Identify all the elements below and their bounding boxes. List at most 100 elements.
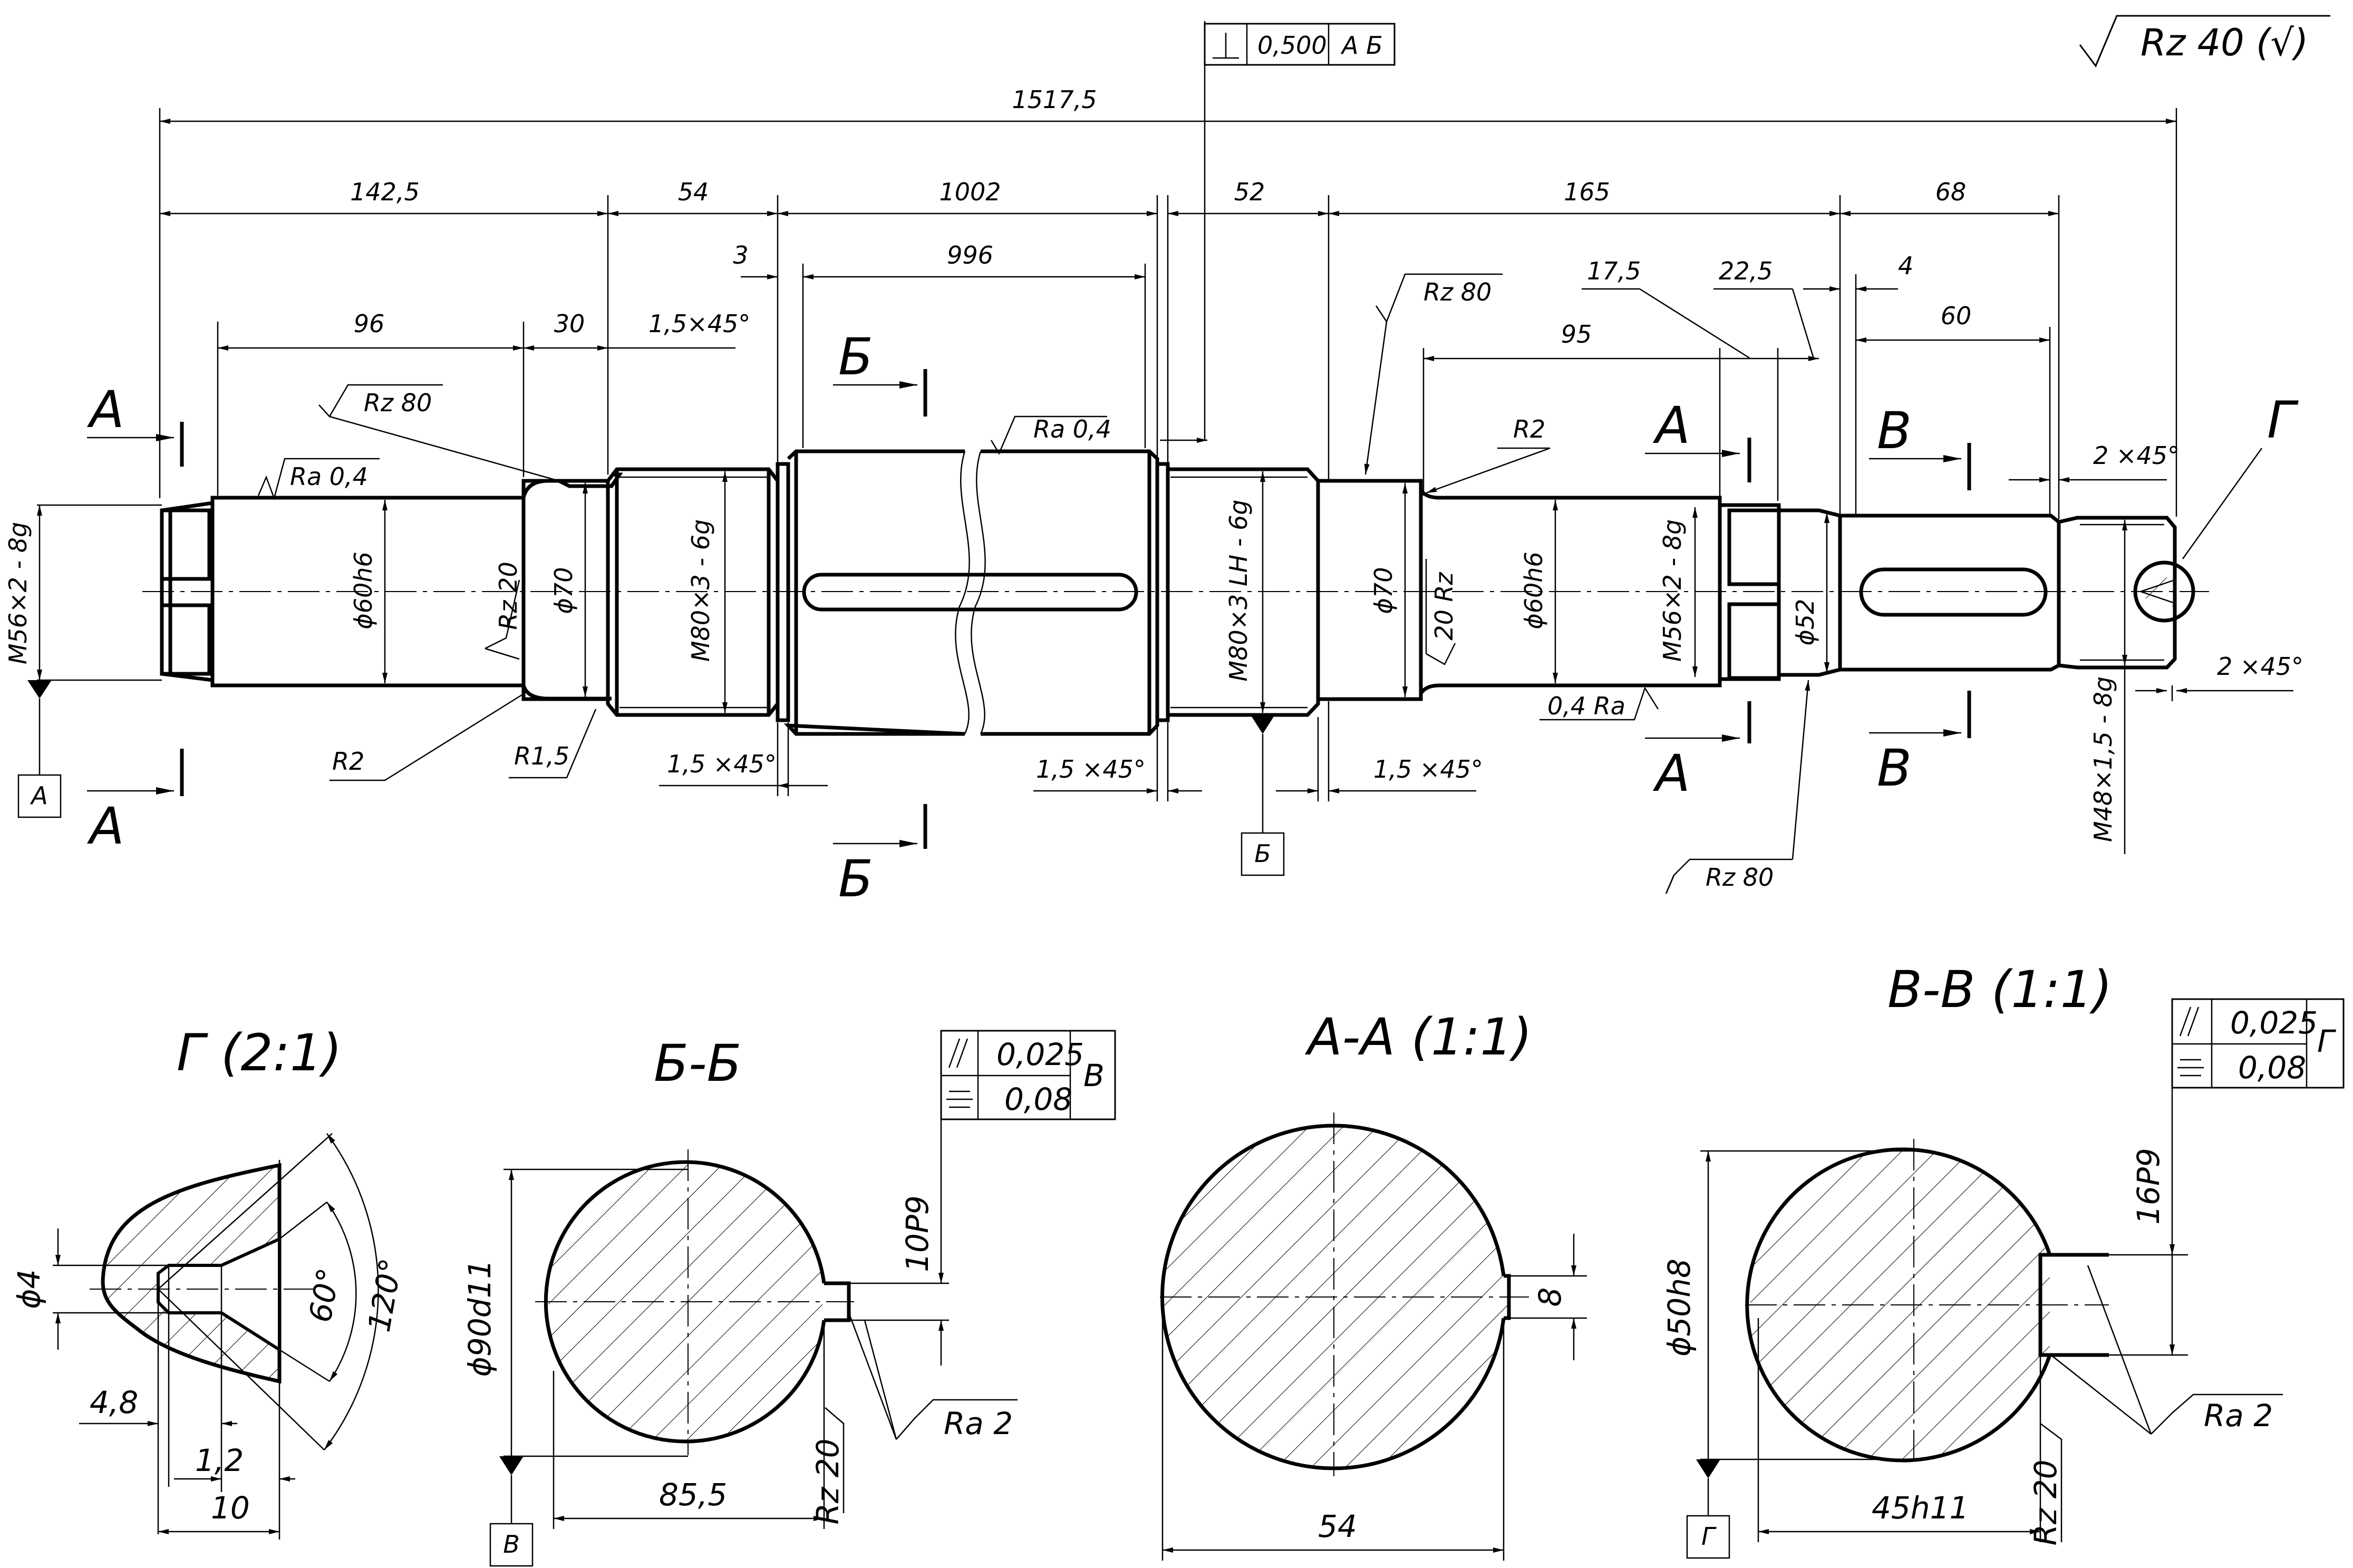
dim-total: 1517,5 [1012, 85, 1097, 114]
section-bb-key: 10P9 [899, 1195, 935, 1272]
roughness-rz20-left: Rz 20 [494, 562, 522, 630]
perp-tolerance-datums: А Б [1340, 31, 1383, 60]
dim-d60-right: ϕ60h6 [1519, 551, 1548, 629]
dim-95: 95 [1561, 320, 1592, 349]
chamfer-top-left: 1,5×45° [648, 309, 750, 338]
section-aa-title: А-А (1:1) [1304, 1008, 1532, 1067]
section-b-bot: Б [838, 849, 873, 908]
dim-d52: ϕ52 [1791, 599, 1819, 646]
datum-markers: А Б [17, 680, 1285, 876]
detail-g-d10: 10 [211, 1490, 250, 1526]
dim-96: 96 [354, 309, 385, 338]
section-vv-key: 16P9 [2131, 1148, 2166, 1225]
section-v-top: В [1877, 401, 1912, 460]
shaft-body-90 [783, 449, 1159, 736]
detail-g-title: Г (2:1) [177, 1023, 342, 1082]
section-bb-ra2: Ra 2 [944, 1406, 1013, 1441]
dim-54: 54 [678, 178, 709, 206]
section-bb-view: Б-Б В ϕ90d11 85,5 10P9 0,025 0, [462, 1030, 1116, 1567]
section-bb-parallel: 0,025 [996, 1037, 1084, 1072]
chamfer-right-bot: 2 ×45° [2217, 652, 2303, 681]
dim-165: 165 [1564, 178, 1610, 206]
dim-17-5: 17,5 [1587, 257, 1641, 285]
section-markers: А А Б Б А А В В Г [86, 327, 2299, 908]
perp-tolerance-value: 0,500 [1257, 31, 1327, 60]
detail-g-d1-2: 1,2 [195, 1443, 244, 1478]
detail-g-marker: Г [2267, 391, 2299, 450]
main-dimensions: 1517,5 142,5 54 1002 52 165 68 3 996 96 … [4, 85, 2303, 854]
dim-thread-80-lh: M80×3 LH - 6g [1224, 499, 1253, 681]
detail-g-angle-60: 60° [302, 1265, 347, 1325]
section-bb-dia: ϕ90d11 [462, 1260, 498, 1377]
dim-3: 3 [733, 241, 748, 269]
surface-roughness-marks: Ra 0,4 Rz 80 Ra 0,4 Rz 80 Rz 20 20 Rz 0,… [257, 21, 1810, 894]
radius-r1-5: R1,5 [514, 742, 569, 770]
dim-thread-56-right: M56×2 - 8g [1658, 519, 1687, 662]
section-v-bot: В [1877, 739, 1912, 798]
dim-60: 60 [1941, 302, 1972, 330]
radius-r2-right: R2 [1513, 415, 1545, 443]
dim-4: 4 [1898, 251, 1913, 280]
roughness-rz80-top: Rz 80 [364, 389, 432, 417]
keyway-48 [1859, 567, 2048, 617]
shaft-thread-80-lh [1166, 467, 1320, 717]
general-roughness: Rz 40 (√) [2079, 15, 2330, 67]
datum-b: Б [1254, 839, 1271, 868]
dim-142-5: 142,5 [350, 178, 420, 206]
section-aa-depth: 8 [1532, 1288, 1568, 1307]
datum-g: Г [1701, 1522, 1717, 1551]
section-bb-rz20: Rz 20 [810, 1439, 846, 1525]
dim-1002: 1002 [939, 178, 1001, 206]
chamfer-bot-left: 1,5 ×45° [667, 750, 777, 778]
perpendicularity-frame: 0,500 А Б [1204, 23, 1396, 66]
section-a2-bot: А [1652, 744, 1690, 803]
detail-g-callout-circle [2133, 560, 2195, 623]
detail-g-angle-120: 120° [361, 1256, 409, 1334]
section-bb-symmetry: 0,08 [1004, 1081, 1072, 1117]
section-vv-symmetry: 0,08 [2238, 1050, 2306, 1086]
roughness-ra04-left: Ra 0,4 [290, 462, 368, 491]
dim-68: 68 [1935, 178, 1967, 206]
section-bb-title: Б-Б [654, 1034, 741, 1093]
shaft-main-view [142, 449, 2209, 736]
section-vv-view: В-В (1:1) Г ϕ50h8 45h11 16P9 0,025 [1661, 960, 2345, 1559]
section-aa-view: А-А (1:1) 54 8 [1160, 1008, 1587, 1561]
roughness-rz80-bot: Rz 80 [1706, 863, 1774, 892]
dim-996: 996 [947, 241, 993, 269]
section-a2-top: А [1652, 396, 1690, 455]
chamfer-bot-mid: 1,5 ×45° [1036, 755, 1146, 783]
section-vv-width: 45h11 [1872, 1490, 1969, 1526]
section-vv-tol-datum: Г [2317, 1023, 2337, 1059]
section-vv-rz20: Rz 20 [2028, 1460, 2064, 1546]
roughness-04ra-bot: 0,4 Ra [1547, 692, 1625, 720]
dim-thread-80: M80×3 - 6g [686, 519, 715, 662]
section-vv-title: В-В (1:1) [1887, 960, 2112, 1019]
roughness-20rz-right: 20 Rz [1430, 572, 1458, 641]
section-a-top: А [86, 380, 124, 439]
section-vv-ra2: Ra 2 [2204, 1398, 2273, 1434]
dim-d70-left: ϕ70 [549, 567, 578, 614]
dim-30: 30 [554, 309, 585, 338]
section-bb-tol-datum: В [1083, 1058, 1105, 1093]
chamfer-right-top: 2 ×45° [2093, 441, 2180, 470]
detail-g-view: Г (2:1) 60° 120° ϕ4 4,8 1,2 10 [11, 1023, 409, 1540]
general-roughness-text: Rz 40 (√) [2141, 21, 2308, 64]
dim-thread-48: M48×1,5 - 8g [2089, 676, 2117, 842]
chamfer-bot-right: 1,5 ×45° [1373, 755, 1483, 783]
section-a-bot: А [86, 797, 124, 856]
section-vv-dia: ϕ50h8 [1661, 1259, 1697, 1357]
radius-r2-left: R2 [332, 747, 364, 776]
dim-52: 52 [1234, 178, 1265, 206]
section-vv-parallel: 0,025 [2230, 1005, 2318, 1041]
keyway-90 [802, 573, 1138, 612]
datum-a: А [30, 781, 47, 810]
section-aa-width: 54 [1318, 1508, 1357, 1544]
dim-thread-56-left: M56×2 - 8g [4, 522, 32, 664]
detail-g-d4: ϕ4 [11, 1269, 47, 1309]
section-b-top: Б [838, 327, 873, 386]
dim-22-5: 22,5 [1719, 257, 1773, 285]
roughness-ra04-mid: Ra 0,4 [1033, 415, 1111, 443]
section-bb-width: 85,5 [659, 1477, 727, 1513]
dim-d70-right: ϕ70 [1369, 567, 1398, 614]
